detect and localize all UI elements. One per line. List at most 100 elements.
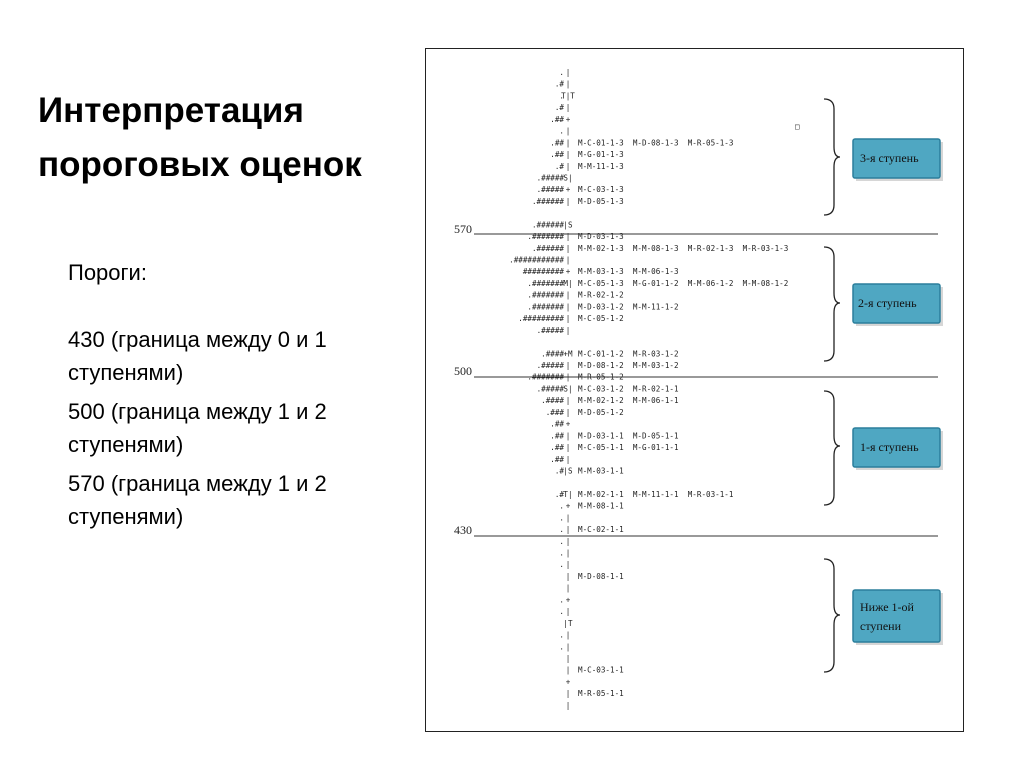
map-row: .+M-M-08-1-1: [559, 502, 624, 511]
stage-1-label: 1-я ступень: [860, 440, 919, 454]
map-row: .#####+M-C-03-1-3: [537, 185, 624, 194]
map-row: .##| M-G-01-1-3: [550, 150, 623, 159]
row-axis: |: [566, 631, 571, 640]
map-row: .#T|M-M-02-1-1 M-M-11-1-1 M-R-03-1-1: [555, 490, 734, 499]
map-row: .######|S: [532, 220, 573, 229]
row-persons: .##: [550, 150, 564, 159]
cut-label-430: 430: [454, 523, 472, 537]
map-row: .###########|: [509, 256, 570, 265]
map-row: .|: [559, 560, 570, 569]
map-row: .|M-C-02-1-1: [559, 525, 624, 534]
row-persons: .##: [550, 138, 564, 147]
row-axis: |: [566, 244, 571, 253]
map-row: .###|M-D-05-1-2: [546, 408, 624, 417]
map-row: .|: [559, 127, 570, 136]
stage-2-label: 2-я ступень: [858, 296, 917, 310]
row-axis: S|: [563, 173, 572, 182]
row-persons: .#####: [537, 326, 565, 335]
row-persons: .##: [550, 420, 564, 429]
map-row: .|: [559, 607, 570, 616]
row-axis: |: [566, 408, 571, 417]
map-row: .##|M-C-01-1-3 M-D-08-1-3 M-R-05-1-3: [550, 138, 733, 147]
row-axis: +: [566, 502, 571, 511]
row-persons: .#: [555, 103, 565, 112]
wright-map-svg: .|.#|.T|T.#|.##+.|.##|M-C-01-1-3 M-D-08-…: [454, 68, 943, 710]
row-persons: .: [559, 127, 564, 136]
row-items: M-C-03-1-1: [578, 666, 624, 675]
row-axis: +M: [563, 349, 573, 358]
row-persons: .#: [555, 490, 565, 499]
row-persons: .#######: [527, 279, 564, 288]
row-persons: .######: [532, 220, 564, 229]
row-persons: .##: [550, 115, 564, 124]
row-axis: |: [566, 302, 571, 311]
cut-label-500: 500: [454, 364, 472, 378]
row-persons: .##: [550, 443, 564, 452]
threshold-500-line1: 500 (граница между 1 и 2: [68, 399, 327, 424]
row-items: M-M-03-1-3 M-M-06-1-3: [578, 267, 679, 276]
row-persons: .#: [555, 466, 565, 475]
row-persons: .#####: [537, 384, 565, 393]
map-row: .#####S|M-C-03-1-2 M-R-02-1-1: [537, 384, 679, 393]
brace-stage-2: [823, 246, 841, 362]
row-axis: |: [566, 314, 571, 323]
row-axis: +: [566, 115, 571, 124]
title-line-1: Интерпретация: [38, 91, 304, 130]
row-persons: .#####: [537, 185, 565, 194]
row-persons: .######: [532, 197, 564, 206]
stage-2-badge: 2-я ступень: [852, 283, 943, 326]
row-axis: |: [566, 549, 571, 558]
map-row: |: [566, 701, 571, 710]
row-items: M-C-03-1-2 M-R-02-1-1: [578, 384, 679, 393]
map-row: .|: [559, 642, 570, 651]
row-axis: |: [566, 525, 571, 534]
row-items: M-C-01-1-2 M-R-03-1-2: [578, 349, 679, 358]
map-row: .|: [559, 537, 570, 546]
row-axis: |T: [563, 619, 573, 628]
map-row: #########+M-M-03-1-3 M-M-06-1-3: [523, 267, 679, 276]
map-row: .|: [559, 631, 570, 640]
map-row: .#|: [555, 103, 570, 112]
slide-title: Интерпретация пороговых оценок: [38, 84, 418, 192]
map-row: .|: [559, 68, 570, 77]
row-items: M-G-01-1-3: [578, 150, 624, 159]
row-items: M-C-03-1-3: [578, 185, 624, 194]
threshold-430-line1: 430 (граница между 0 и 1: [68, 327, 327, 352]
row-axis: +: [566, 420, 571, 429]
row-persons: .#: [555, 162, 565, 171]
row-axis: |: [566, 138, 571, 147]
row-items: M-M-02-1-3 M-M-08-1-3 M-R-02-1-3 M-R-03-…: [578, 244, 788, 253]
map-row: .T|T: [559, 91, 575, 100]
row-items: M-M-03-1-1: [578, 466, 624, 475]
row-axis: M|: [563, 279, 572, 288]
threshold-570-line2: ступенями): [68, 504, 184, 529]
row-persons: .: [559, 560, 564, 569]
map-row: .#######|M-D-03-1-3: [527, 232, 623, 241]
row-axis: |S: [563, 220, 573, 229]
row-items: M-M-02-1-2 M-M-06-1-1: [578, 396, 679, 405]
map-row: .+: [559, 595, 570, 604]
row-persons: .###: [546, 408, 565, 417]
row-axis: |: [566, 666, 571, 675]
row-persons: .: [559, 91, 564, 100]
thresholds-text: Пороги: 430 (граница между 0 и 1 ступеня…: [68, 256, 398, 533]
row-items: M-M-02-1-1 M-M-11-1-1 M-R-03-1-1: [578, 490, 734, 499]
row-axis: |: [566, 584, 571, 593]
row-axis: +: [566, 595, 571, 604]
map-row: .#####|: [537, 326, 571, 335]
map-row: .##+: [550, 420, 570, 429]
map-row: |M-R-05-1-1: [566, 689, 624, 698]
row-items: M-C-05-1-3 M-G-01-1-2 M-M-06-1-2 M-M-08-…: [578, 279, 788, 288]
row-persons: .#: [555, 80, 565, 89]
row-axis: |: [566, 513, 571, 522]
row-axis: |: [566, 455, 571, 464]
row-persons: .: [559, 595, 564, 604]
row-persons: .: [559, 607, 564, 616]
row-axis: |: [566, 103, 571, 112]
row-items: M-C-05-1-2: [578, 314, 624, 323]
threshold-500-line2: ступенями): [68, 432, 184, 457]
row-persons: #########: [523, 267, 565, 276]
row-axis: |: [566, 150, 571, 159]
brace-below-1: [823, 558, 841, 673]
map-row: .#####S|: [537, 173, 573, 182]
